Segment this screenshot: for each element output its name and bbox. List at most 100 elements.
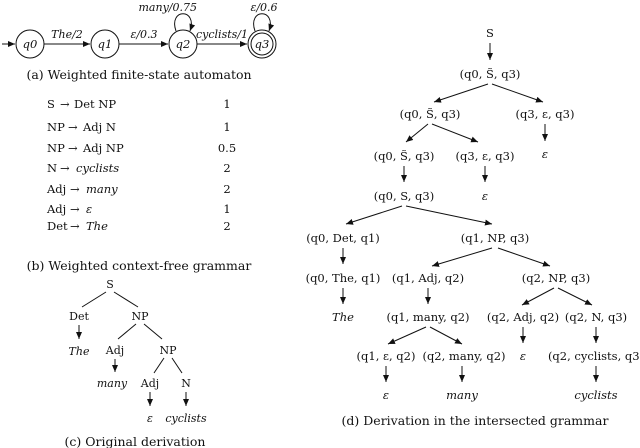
derivation-edge [491,83,544,103]
edge-q0-q1-label: The/2 [51,28,83,41]
rule-rhs: The [86,219,108,233]
rule-weight: 1 [223,120,230,134]
rule-rhs: cyclists [76,161,119,175]
rule-arrow: → [60,161,70,175]
tree-node-adj: Adj [105,344,124,357]
tree-edge [153,357,165,374]
rule-lhs: Adj [46,182,66,196]
tree-node-the: The [69,345,90,358]
grammar-panel: S → Det NP 1 NP → Adj N 1 NP → Adj NP 0.… [27,97,252,273]
derivation-node: (q0, S̃, q3) [374,149,435,163]
grammar-rule: Adj → many 2 [46,182,231,196]
derivation-edge [497,247,551,267]
rule-lhs: NP [47,141,65,155]
grammar-rule: Det → The 2 [47,219,231,233]
grammar-rule: NP → Adj N 1 [47,120,231,134]
derivation-node: (q2, Adj, q2) [487,310,559,324]
derivation-edge [405,123,429,143]
rule-arrow: → [70,182,80,196]
tree-node-n: N [181,377,191,390]
derivation-node: (q3, ε, q3) [456,149,515,163]
grammar-rule: N → cyclists 2 [47,161,231,175]
rule-weight: 2 [223,182,230,196]
loop-q3 [253,13,275,32]
caption-c: (c) Original derivation [65,434,206,448]
derivation-edge [387,326,427,345]
rule-rhs: many [86,182,118,196]
grammar-rule: S → Det NP 1 [47,97,231,111]
derivation-edge [521,287,555,306]
derivation-node-epsilon: ε [542,147,548,161]
rule-arrow: → [68,120,78,134]
state-q2-label: q2 [176,37,191,51]
tree-edge [117,323,137,340]
tree-edge [113,291,139,308]
derivation-edge [405,205,493,226]
original-tree-panel: S Det NP The Adj NP many Adj N ε cyclist… [65,278,207,448]
rule-lhs: NP [47,120,65,134]
tree-node-det: Det [69,310,89,323]
tree-node-many: many [97,377,128,390]
tree-node-cyclists: cyclists [165,412,207,425]
loop-q3-label: ε/0.6 [250,1,277,14]
derivation-node-epsilon: ε [383,388,389,402]
rule-weight: 0.5 [218,141,236,155]
tree-node-adj: Adj [140,377,159,390]
derivation-node-epsilon: ε [482,189,488,203]
derivation-node: (q3, ε, q3) [516,107,575,121]
derivation-node: (q0, Det, q1) [306,231,380,245]
derivation-node: (q0, S̃, q3) [400,107,461,121]
loop-q2-label: many/0.75 [139,1,198,14]
derivation-node: (q0, S̃, q3) [460,67,521,81]
edge-q2-q3-label: cyclists/1 [196,28,248,41]
state-q3-label: q3 [255,37,270,51]
tree-node-epsilon: ε [147,412,153,425]
derivation-node: (q1, NP, q3) [461,231,529,245]
derivation-edge [431,247,493,267]
rule-weight: 1 [223,202,230,216]
derivation-edge [433,83,489,103]
derivation-node: (q1, Adj, q2) [392,271,464,285]
derivation-node-the: The [332,310,354,324]
loop-q2 [174,13,196,32]
tree-node-np: NP [159,344,177,357]
tree-edge [81,291,107,308]
state-q3 [247,29,277,59]
grammar-rule: NP → Adj NP 0.5 [47,141,236,155]
rule-arrow: → [70,219,80,233]
automaton-panel: q0 q1 q2 q3 The/2 ε/0.3 cyclists/1 many/… [2,1,278,82]
rule-rhs: Det NP [74,97,116,111]
tree-edge [171,357,183,374]
derivation-node-many: many [446,388,478,402]
derivation-edge [429,326,463,345]
derivation-node: (q2, many, q2) [422,349,505,363]
rule-lhs: S [47,97,55,111]
derivation-node-cyclists: cyclists [574,388,617,402]
tree-node-s: S [106,278,114,291]
state-q1-label: q1 [98,37,113,51]
derivation-node: (q1, many, q2) [386,310,469,324]
caption-a: (a) Weighted finite-state automaton [26,67,251,82]
rule-lhs: N [47,161,57,175]
rule-arrow: → [60,97,70,111]
derivation-node: (q1, ε, q2) [357,349,416,363]
derivation-node: (q0, The, q1) [306,271,381,285]
rule-weight: 2 [223,161,230,175]
derivation-node: (q2, cyclists, q3) [548,349,640,363]
rule-weight: 2 [223,219,230,233]
rule-arrow: → [68,141,78,155]
rule-rhs: ε [86,202,92,216]
rule-rhs: Adj NP [82,141,124,155]
rule-lhs: Adj [46,202,66,216]
tree-edge [143,323,163,340]
derivation-edge [431,123,479,143]
derivation-node: (q0, S, q3) [374,189,434,203]
rule-weight: 1 [223,97,230,111]
rule-rhs: Adj N [82,120,116,134]
derivation-node: (q2, N, q3) [565,310,627,324]
derivation-edge [557,287,593,306]
caption-b: (b) Weighted context-free grammar [27,258,252,273]
intersected-tree-panel: S (q0, S̃, q3) (q0, S̃, q3) (q3, ε, q3) … [306,26,640,428]
derivation-edge [345,205,403,225]
